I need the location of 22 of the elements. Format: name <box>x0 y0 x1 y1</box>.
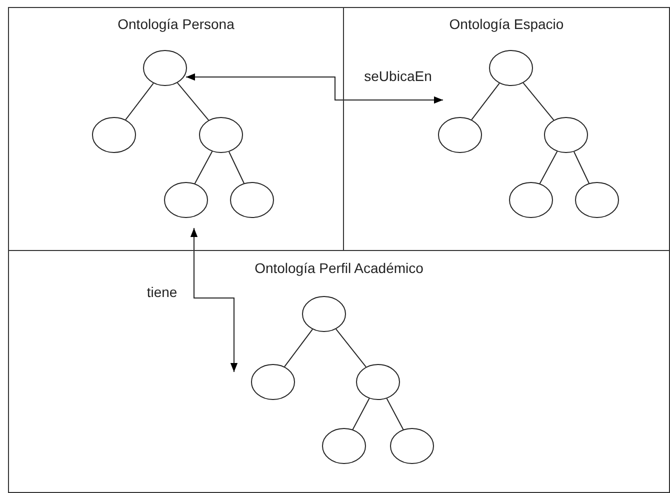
ontology-panel <box>8 7 344 251</box>
tree-branch <box>352 398 370 430</box>
tree-branch <box>471 82 500 120</box>
tree-branch <box>228 151 244 184</box>
tree-branch <box>522 82 554 121</box>
edge-label: tiene <box>144 284 180 300</box>
arrow <box>190 228 238 372</box>
panel-title: Ontología Espacio <box>449 16 564 32</box>
arrow <box>186 73 444 104</box>
ontology-panel <box>343 7 670 251</box>
edge-label: seUbicaEn <box>362 68 434 84</box>
tree-branch <box>386 398 404 430</box>
tree-branch <box>539 150 558 184</box>
panel-title: Ontología Persona <box>118 16 234 32</box>
ontology-panel <box>8 250 670 493</box>
tree-branch <box>125 82 154 120</box>
tree-branch <box>176 82 210 121</box>
panel-title: Ontología Perfil Académico <box>254 260 424 276</box>
tree-branch <box>335 328 367 368</box>
tree-branch <box>574 151 590 184</box>
tree-branch <box>284 328 313 368</box>
tree-branch <box>194 150 213 184</box>
